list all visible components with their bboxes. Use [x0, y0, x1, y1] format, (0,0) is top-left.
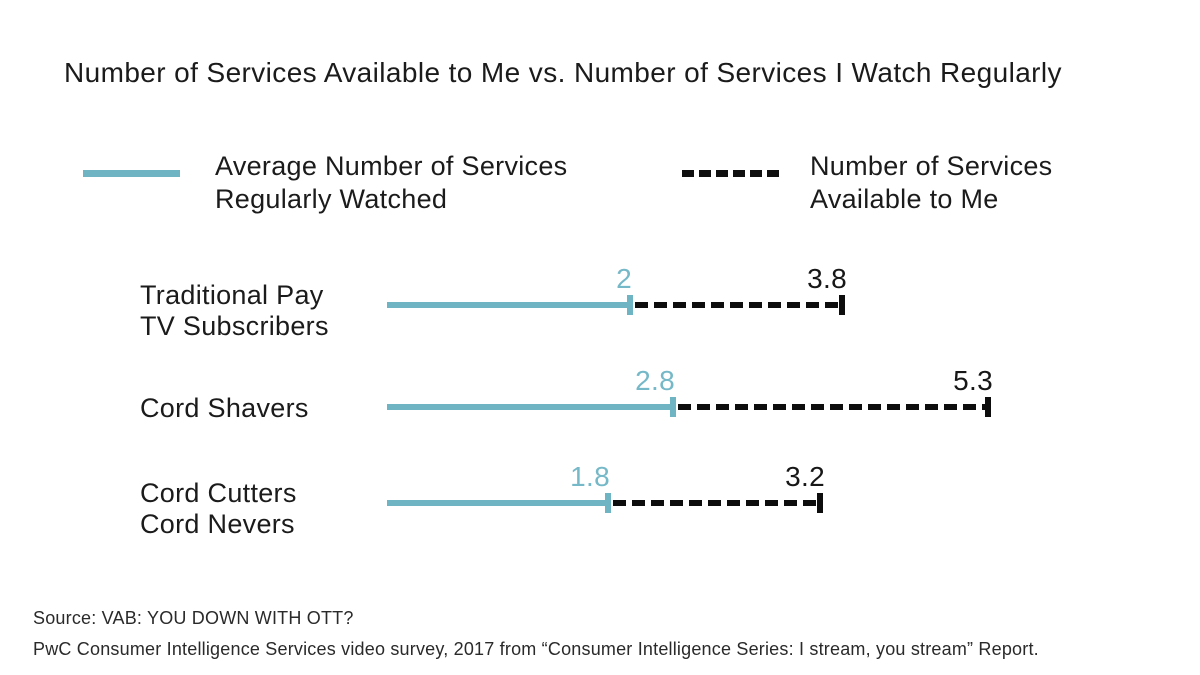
available-end-tick [985, 397, 991, 417]
chart-title: Number of Services Available to Me vs. N… [64, 57, 1062, 88]
category-label-line: Cord Nevers [140, 509, 295, 539]
watched-line [387, 302, 630, 308]
watched-line [387, 404, 673, 410]
watched-line [387, 500, 608, 506]
watched-end-tick [605, 493, 611, 513]
legend-available-label: Number of Services Available to Me [810, 150, 1052, 216]
category-label-line: Cord Cutters [140, 478, 297, 508]
legend-available-label-line1: Number of Services [810, 151, 1053, 181]
legend-watched-label-line1: Average Number of Services [215, 151, 568, 181]
available-end-tick [817, 493, 823, 513]
source-line-2: PwC Consumer Intelligence Services video… [33, 639, 1039, 659]
legend-watched-line-swatch [83, 170, 180, 177]
legend-available-line-swatch [682, 170, 782, 177]
available-value-label: 5.3 [953, 365, 993, 396]
legend-watched-label-line2: Regularly Watched [215, 184, 448, 214]
available-end-tick [839, 295, 845, 315]
available-value-label: 3.2 [785, 461, 825, 492]
available-line [613, 500, 817, 506]
watched-end-tick [627, 295, 633, 315]
watched-value-label: 2 [616, 263, 632, 294]
legend-available-label-line2: Available to Me [810, 184, 999, 214]
category-label-line: Cord Shavers [140, 393, 309, 423]
watched-end-tick [670, 397, 676, 417]
watched-value-label: 2.8 [635, 365, 675, 396]
available-line [635, 302, 839, 308]
category-label-line: TV Subscribers [140, 311, 329, 341]
available-value-label: 3.8 [807, 263, 847, 294]
watched-value-label: 1.8 [570, 461, 610, 492]
category-label-line: Traditional Pay [140, 280, 324, 310]
available-line [678, 404, 985, 410]
category-label: Cord Shavers [140, 393, 309, 424]
source-line-1: Source: VAB: YOU DOWN WITH OTT? [33, 608, 354, 628]
legend-watched-label: Average Number of Services Regularly Wat… [215, 150, 567, 216]
